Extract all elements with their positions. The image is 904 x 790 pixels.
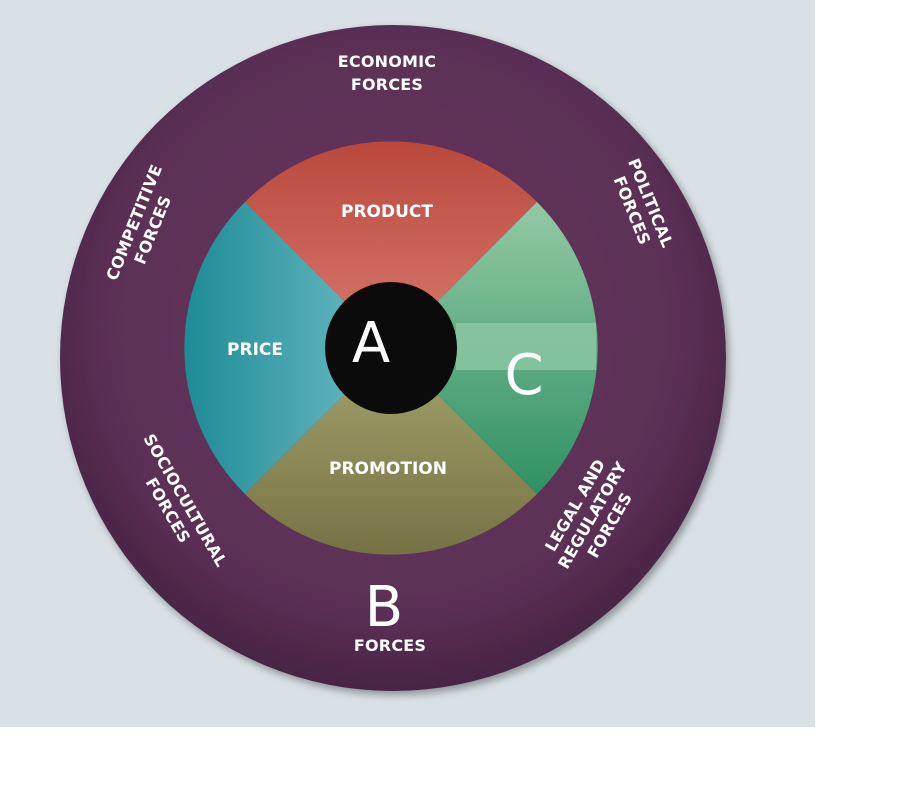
price-segment [184, 202, 391, 494]
product-label: PRODUCT [341, 202, 433, 222]
economic-forces-line2: FORCES [351, 75, 423, 94]
promotion-label: PROMOTION [329, 459, 447, 479]
economic-forces-line1: ECONOMIC [338, 52, 436, 71]
c-label-box [456, 323, 596, 370]
center-letter: A [352, 311, 390, 376]
price-label: PRICE [227, 340, 283, 360]
center-circle [325, 282, 457, 414]
outer-ring-letter: B [365, 575, 403, 640]
right-segment-letter: C [504, 343, 543, 408]
bottom-forces-caption: FORCES [354, 636, 426, 655]
product-segment [245, 141, 537, 348]
promotion-segment [245, 348, 537, 555]
